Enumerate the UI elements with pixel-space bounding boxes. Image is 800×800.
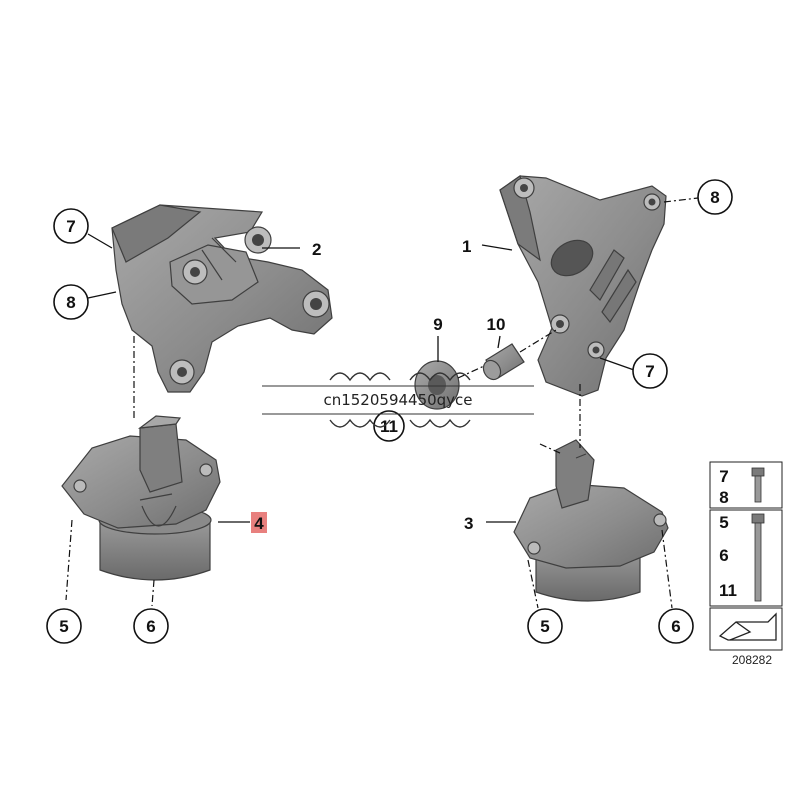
key-label-5: 5 — [719, 513, 728, 532]
callout-8-right: 8 — [697, 179, 733, 215]
callout-10: 10 — [487, 315, 506, 334]
direction-arrow-icon — [718, 612, 777, 641]
leader-lines — [87, 233, 635, 523]
callout-7-right: 7 — [632, 353, 668, 389]
callout-4-highlighted: 4 — [251, 512, 267, 533]
short-bolt-icon — [751, 467, 765, 503]
assembly-lines — [65, 197, 699, 609]
ornament-bottom — [329, 418, 471, 428]
engine-bracket-right — [499, 175, 667, 397]
callout-11: 11 — [373, 410, 405, 442]
reference-number: 208282 — [732, 653, 772, 667]
svg-text:7: 7 — [66, 217, 75, 236]
key-label-7: 7 — [719, 467, 728, 486]
svg-text:11: 11 — [380, 417, 398, 436]
engine-bracket-left — [111, 204, 333, 393]
nut-part — [414, 360, 460, 410]
callout-3: 3 — [464, 514, 473, 533]
sleeve-part — [482, 343, 525, 381]
ornament-top — [329, 372, 471, 382]
svg-text:6: 6 — [146, 617, 155, 636]
callout-8-left: 8 — [53, 284, 89, 320]
callout-5-right: 5 — [527, 608, 563, 644]
svg-text:5: 5 — [59, 617, 68, 636]
svg-text:5: 5 — [540, 617, 549, 636]
svg-text:7: 7 — [645, 362, 654, 381]
callout-6-right: 6 — [658, 608, 694, 644]
callout-9: 9 — [433, 315, 442, 334]
long-bolt-icon — [751, 513, 765, 602]
engine-mount-right — [513, 439, 669, 602]
key-label-11: 11 — [719, 581, 737, 600]
callout-7-left: 7 — [53, 208, 89, 244]
callout-1: 1 — [462, 237, 471, 256]
callout-6-left: 6 — [133, 608, 169, 644]
key-label-8: 8 — [719, 488, 728, 507]
svg-text:8: 8 — [710, 188, 719, 207]
svg-text:4: 4 — [254, 514, 264, 533]
engine-mount-left — [61, 415, 221, 581]
watermark: cn1520594450qyce — [262, 372, 534, 428]
svg-text:6: 6 — [671, 617, 680, 636]
key-label-6: 6 — [719, 546, 728, 565]
callout-2: 2 — [312, 240, 321, 259]
svg-text:cn1520594450qyce: cn1520594450qyce — [323, 391, 472, 409]
callout-5-left: 5 — [46, 608, 82, 644]
fastener-key: 7 8 5 6 11 208282 — [709, 461, 783, 667]
svg-text:8: 8 — [66, 293, 75, 312]
